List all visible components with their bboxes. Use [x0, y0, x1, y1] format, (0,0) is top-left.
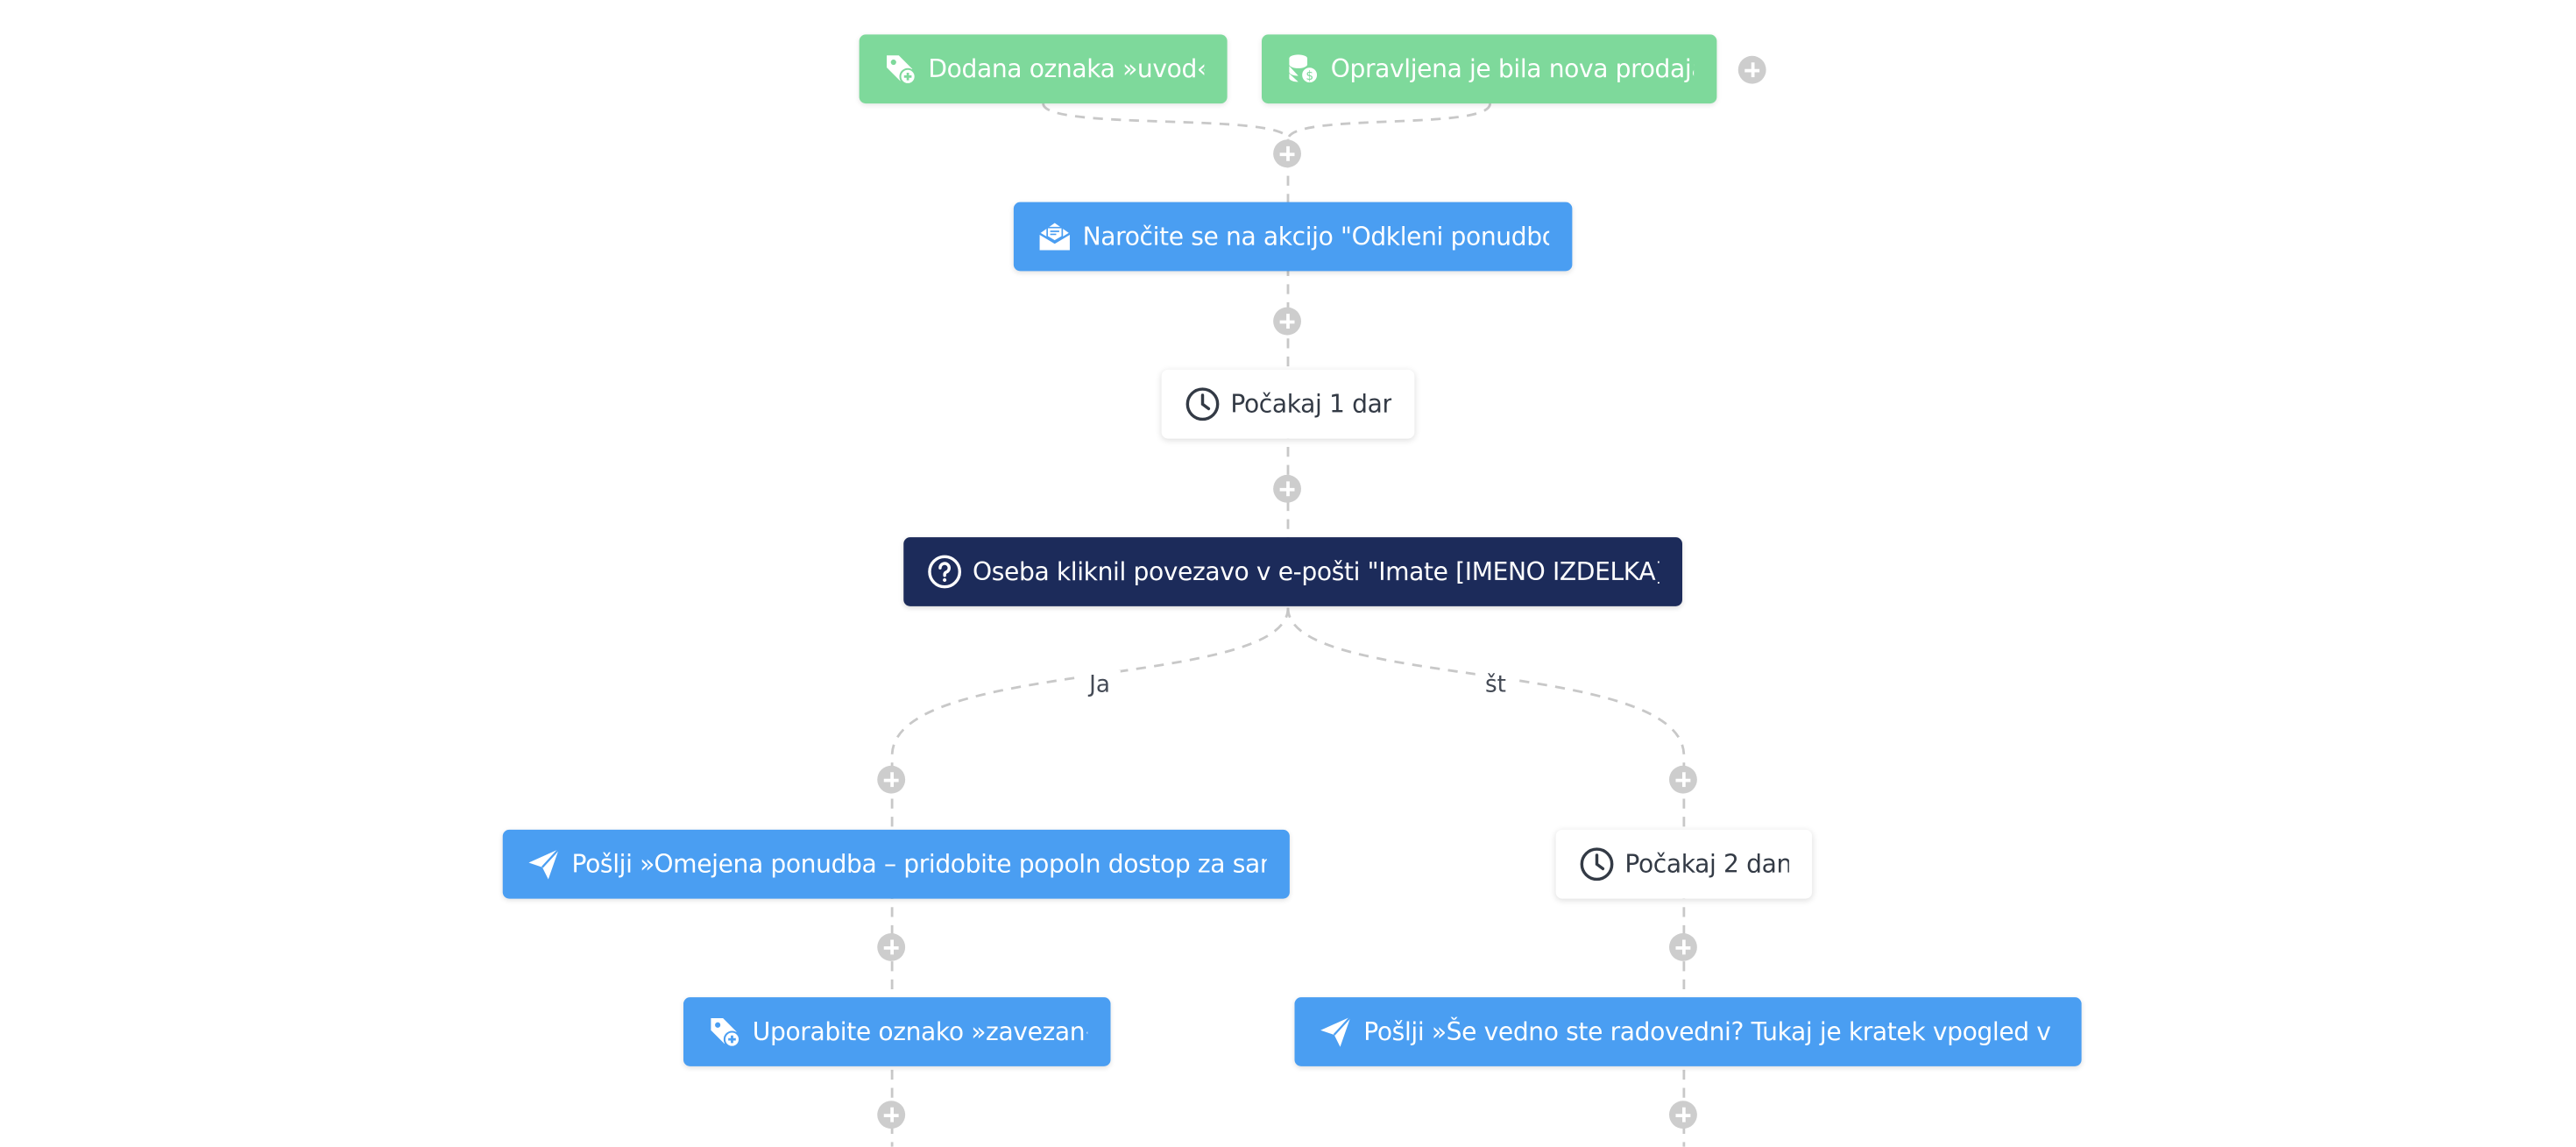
add-step-button[interactable] — [1669, 1101, 1697, 1129]
connector-branch-yes — [890, 607, 1290, 1147]
wait-label: Počakaj 2 dan — [1624, 849, 1789, 880]
wait-2-days[interactable]: Počakaj 2 dan — [1555, 829, 1813, 899]
add-step-button[interactable] — [1273, 139, 1301, 168]
wait-label: Počakaj 1 dan — [1230, 389, 1392, 420]
action-label: Naročite se na akcijo "Odkleni ponudbo". — [1082, 222, 1550, 251]
tag-add-icon — [882, 51, 918, 87]
subscribe-action[interactable]: Naročite se na akcijo "Odkleni ponudbo". — [1013, 202, 1573, 272]
connector-trigger1 — [1042, 103, 1290, 140]
tag-add-icon — [706, 1014, 742, 1050]
add-step-button[interactable] — [877, 933, 906, 961]
wait-1-day[interactable]: Počakaj 1 dan — [1161, 369, 1415, 439]
add-step-button[interactable] — [1669, 933, 1697, 961]
send-email-still-curious[interactable]: Pošlji »Še vedno ste radovedni? Tukaj je… — [1294, 997, 2082, 1066]
question-circle-icon — [927, 554, 963, 590]
add-trigger-button[interactable] — [1737, 55, 1766, 84]
clock-icon — [1185, 386, 1221, 422]
send-email-limited-offer[interactable]: Pošlji »Omejena ponudba – pridobite popo… — [502, 829, 1290, 899]
branch-no-label: št — [1475, 670, 1517, 700]
trigger-new-sale[interactable]: $ Opravljena je bila nova prodaja — [1262, 34, 1717, 104]
add-step-button[interactable] — [877, 765, 906, 794]
trigger-label: Dodana oznaka »uvod«. — [928, 53, 1205, 84]
branch-yes-label: Ja — [1079, 670, 1121, 700]
add-step-button[interactable] — [877, 1101, 906, 1129]
paper-plane-icon — [526, 846, 562, 882]
connector-trigger2 — [1286, 103, 1492, 140]
coins-icon: $ — [1284, 51, 1320, 87]
add-step-button[interactable] — [1669, 765, 1697, 794]
trigger-label: Opravljena je bila nova prodaja — [1330, 53, 1695, 84]
paper-plane-icon — [1318, 1014, 1354, 1050]
svg-text:$: $ — [1306, 69, 1313, 83]
condition-link-clicked[interactable]: Oseba kliknil povezavo v e-pošti "Imate … — [903, 537, 1682, 606]
add-step-button[interactable] — [1273, 474, 1301, 503]
add-step-button[interactable] — [1273, 307, 1301, 336]
envelope-open-icon — [1037, 218, 1072, 254]
trigger-tag-added[interactable]: Dodana oznaka »uvod«. — [859, 34, 1228, 104]
connector-branch-no — [1286, 607, 1686, 1147]
apply-tag-committed[interactable]: Uporabite oznako »zavezan«. — [683, 997, 1111, 1066]
condition-label: Oseba kliknil povezavo v e-pošti "Imate … — [973, 556, 1660, 587]
clock-icon — [1579, 846, 1615, 882]
action-label: Uporabite oznako »zavezan«. — [752, 1016, 1088, 1047]
action-label: Pošlji »Še vedno ste radovedni? Tukaj je… — [1363, 1016, 2058, 1047]
action-label: Pošlji »Omejena ponudba – pridobite popo… — [571, 849, 1267, 880]
